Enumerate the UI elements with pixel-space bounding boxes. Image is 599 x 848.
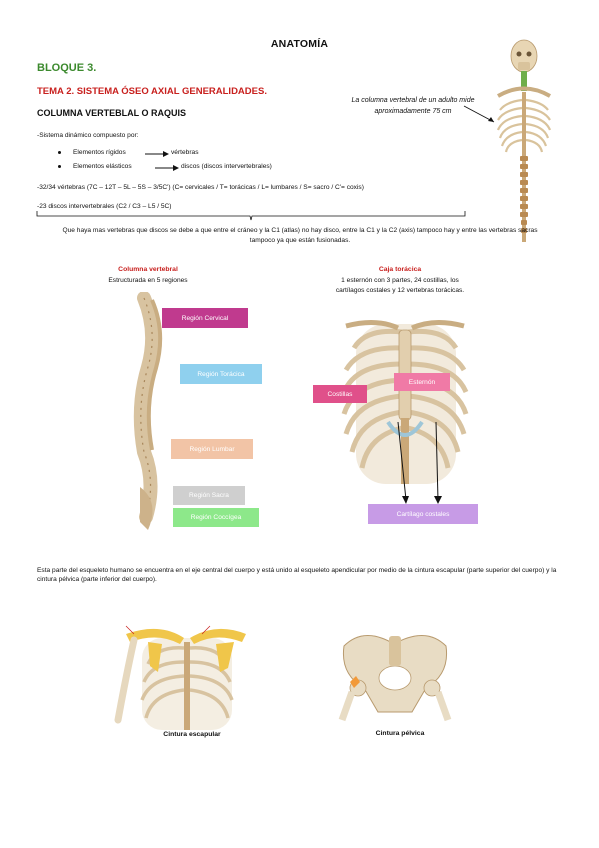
pelvic-girdle-illustration	[338, 635, 452, 722]
list-item: Elementos rígidos	[58, 149, 126, 156]
costal-cartilage-label: Cartílago costales	[368, 504, 478, 524]
ribs-label: Costillas	[313, 385, 367, 403]
axial-skeleton-text: Esta parte del esqueleto humano se encue…	[37, 567, 557, 583]
list-item-value: vértebras	[171, 149, 199, 156]
list-item-label: Elementos elásticos	[73, 163, 132, 170]
page-title: ANATOMÍA	[270, 38, 329, 50]
ribcage-subtitle: 1 esternón con 3 partes, 24 costillas, l…	[335, 277, 465, 294]
lumbar-region-label: Región Lumbar	[171, 439, 253, 459]
arrow-icon	[463, 105, 495, 123]
skeleton-illustration	[496, 39, 552, 242]
sternum-label: Esternón	[394, 373, 450, 391]
sacral-region-label: Región Sacra	[173, 486, 245, 505]
pelvic-girdle-caption: Cintura pélvica	[375, 730, 425, 737]
ribcage-title: Caja torácica	[378, 266, 422, 273]
spine-length-note: La columna vertebral de un adulto mide a…	[351, 97, 475, 115]
list-item-value: discos (discos intervertebrales)	[181, 163, 272, 170]
coccygeal-region-label: Región Coccígea	[173, 508, 259, 527]
shoulder-girdle-caption: Cintura escapular	[163, 731, 221, 738]
bullet-icon	[58, 150, 61, 154]
arrow-icon	[397, 421, 442, 504]
list-item-label: Elementos rígidos	[73, 149, 126, 156]
cervical-region-label: Región Cervical	[162, 308, 248, 328]
discs-count-text: -23 discos intervertebrales (C2 / C3 – L…	[37, 203, 172, 210]
arrow-right-icon	[155, 165, 179, 171]
intro-text: -Sistema dinámico compuesto por:	[37, 132, 139, 139]
arrow-right-icon	[145, 151, 169, 157]
ribcage-illustration	[341, 320, 469, 484]
spine-subtitle: Estructurada en 5 regiones	[108, 277, 188, 284]
bullet-icon	[58, 164, 61, 168]
thoracic-region-label: Región Torácica	[180, 364, 262, 384]
block-heading: BLOQUE 3.	[37, 62, 97, 74]
explanation-text: Que haya mas vertebras que discos se deb…	[62, 227, 538, 244]
topic-heading: TEMA 2. SISTEMA ÓSEO AXIAL GENERALIDADES…	[37, 86, 267, 97]
shoulder-girdle-illustration	[114, 625, 246, 730]
section-heading: COLUMNA VERTEBLAL O RAQUIS	[37, 108, 187, 118]
vertebrae-count-text: -32/34 vértebras (7C – 12T – 5L – 5S – 3…	[37, 184, 364, 191]
list-item: Elementos elásticos	[58, 163, 132, 170]
brace-divider	[36, 211, 466, 221]
spine-title: Columna vertebral	[118, 266, 178, 273]
spine-illustration	[133, 292, 163, 530]
